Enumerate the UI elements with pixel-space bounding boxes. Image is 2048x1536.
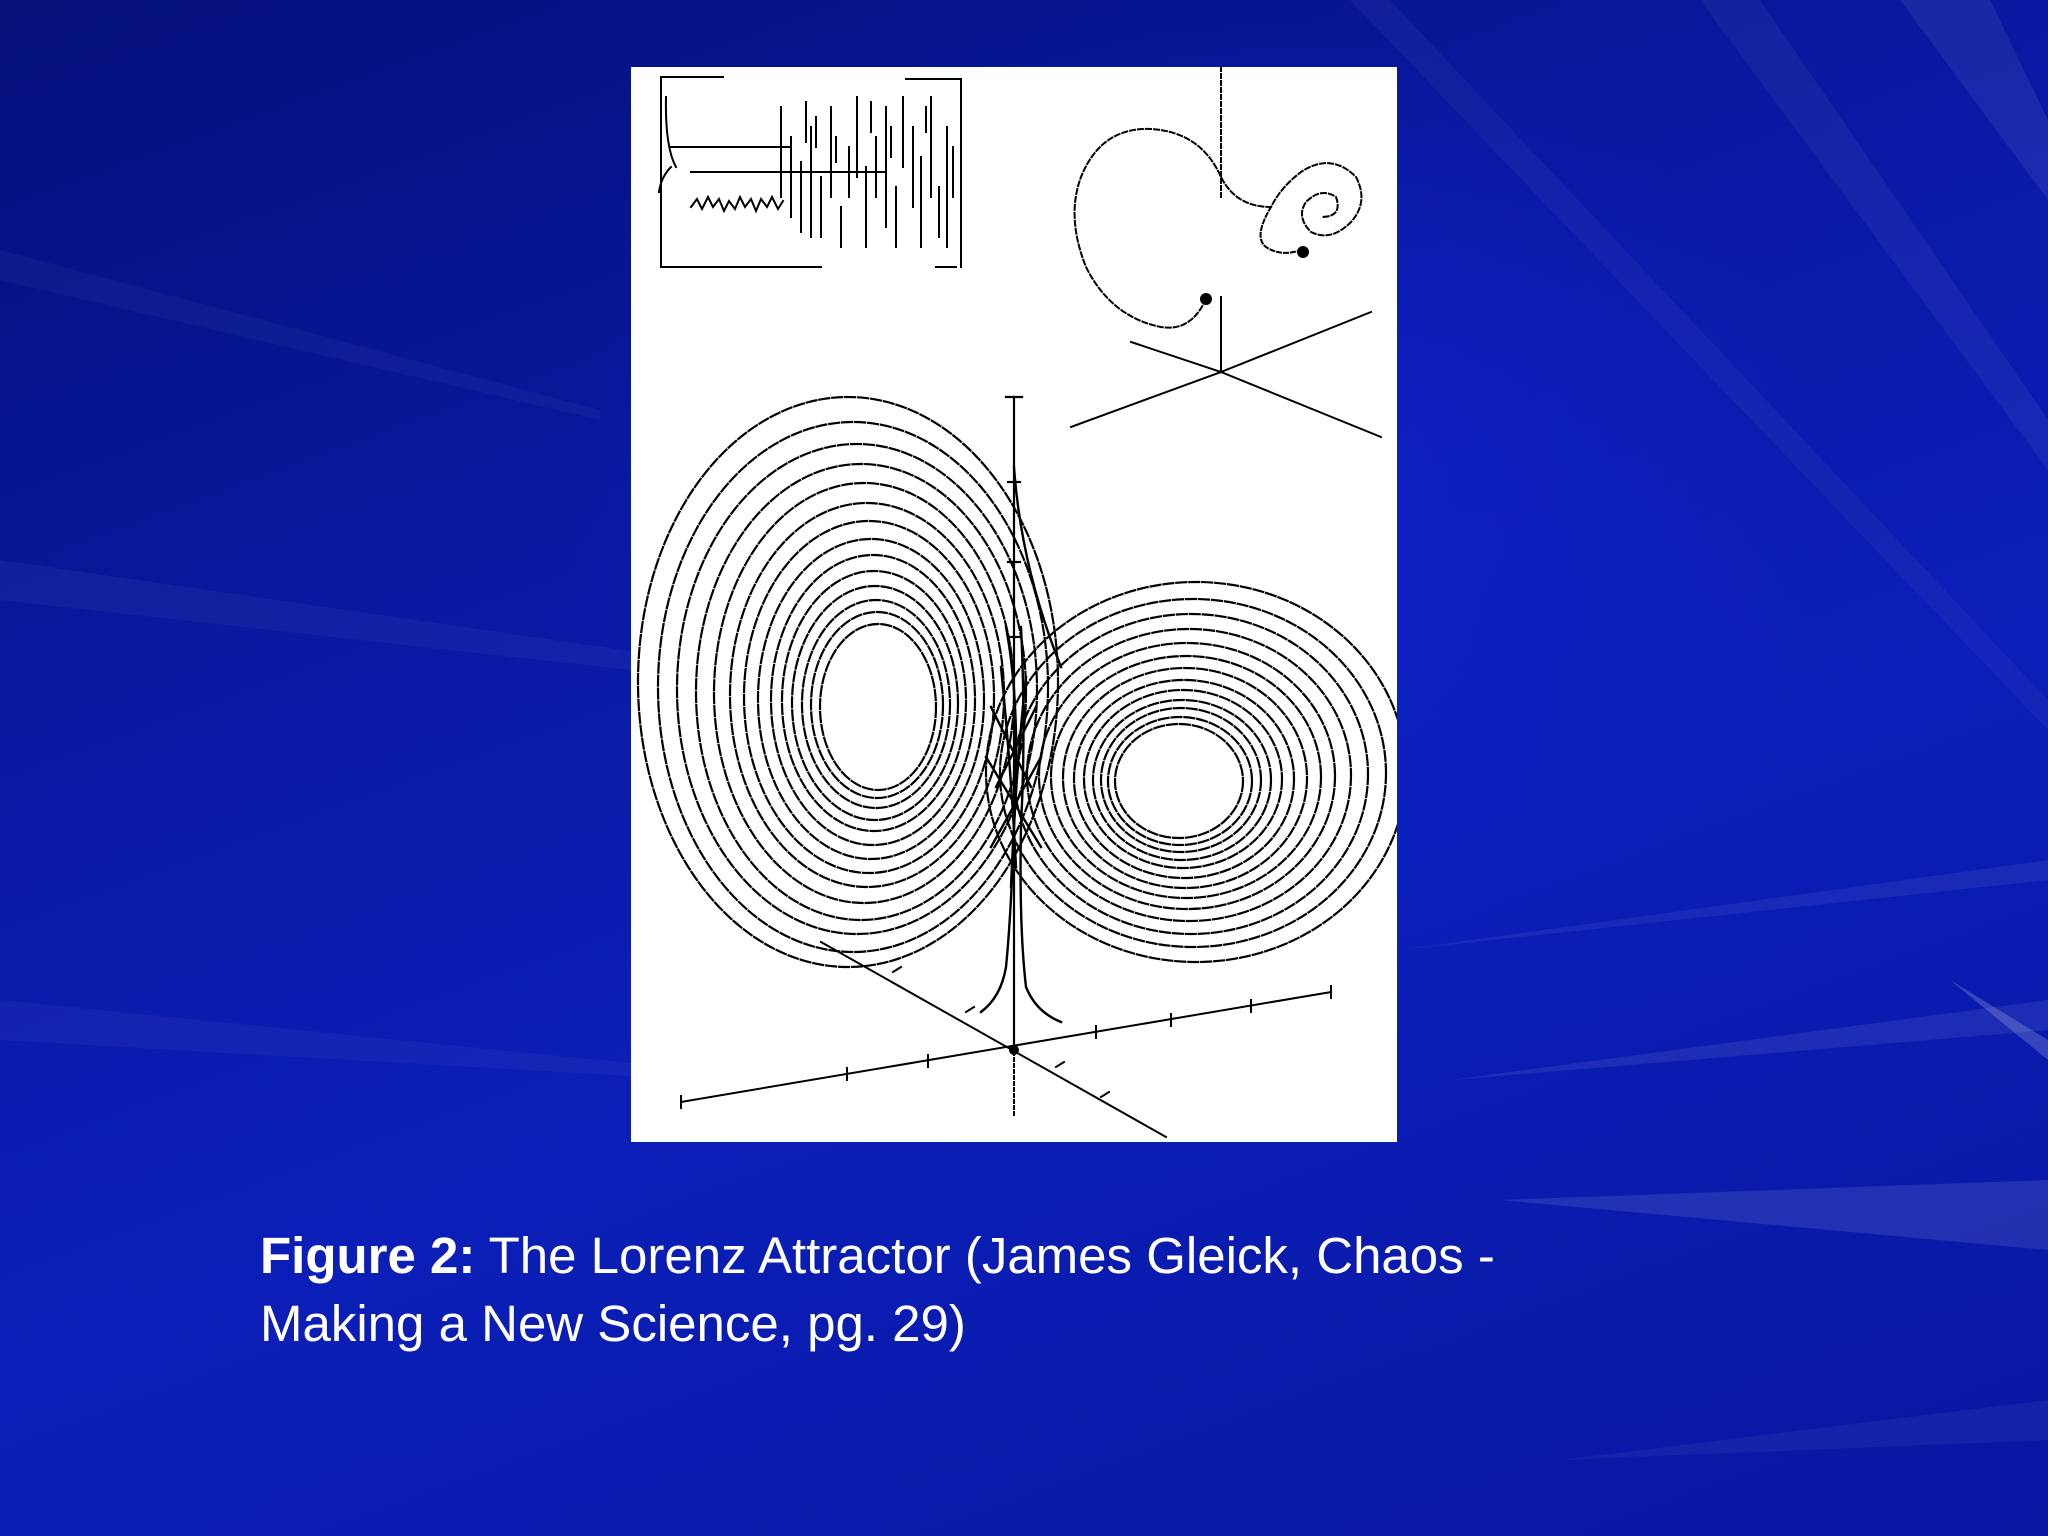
caption-line-2: Making a New Science, pg. 29) <box>260 1295 966 1352</box>
lorenz-attractor-icon <box>636 67 1397 1139</box>
figure-caption: Figure 2: The Lorenz Attractor (James Gl… <box>260 1222 1760 1358</box>
crossing-trajectories <box>979 465 1063 1024</box>
caption-text-1: The Lorenz Attractor (James Gleick, Chao… <box>475 1227 1495 1284</box>
left-lobe <box>636 395 1060 969</box>
floor-axes <box>679 940 1333 1139</box>
trajectory-inset <box>1069 67 1383 439</box>
right-lobe <box>984 580 1397 964</box>
lorenz-attractor-image <box>631 67 1397 1142</box>
time-series-inset <box>657 76 962 268</box>
caption-label: Figure 2: <box>260 1227 476 1284</box>
caption-line-1: Figure 2: The Lorenz Attractor (James Gl… <box>260 1222 1760 1290</box>
